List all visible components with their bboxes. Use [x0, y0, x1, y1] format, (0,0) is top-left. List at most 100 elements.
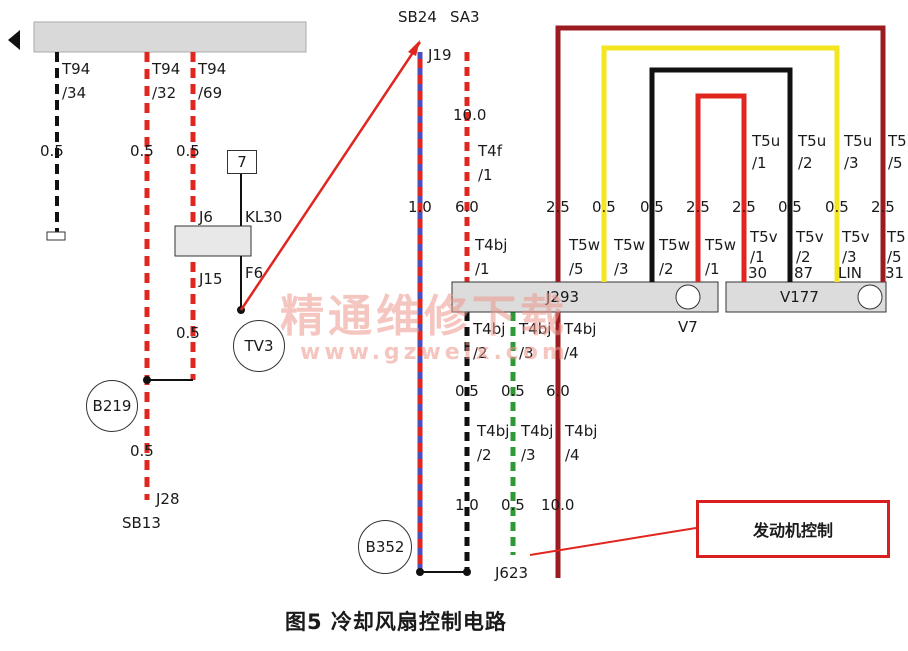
label-t5v-1n: 30	[748, 264, 768, 282]
label-t5w-5s: /5	[569, 260, 584, 278]
box-7: 7	[227, 150, 257, 174]
loop-yellow	[601, 45, 840, 282]
gauge-g: 0.5	[501, 382, 525, 400]
label-t4bj-2: T4bj	[473, 320, 506, 338]
label-f6: F6	[245, 264, 264, 282]
label-t94-34: T94	[62, 60, 91, 78]
label-t5w-3: T5w	[614, 236, 645, 254]
module-v177-label: V177	[780, 288, 819, 306]
label-t5v-1s: /1	[750, 248, 765, 266]
gauge-2: 0.5	[130, 142, 154, 160]
ground-terminal	[46, 231, 66, 241]
label-j6: J6	[199, 208, 213, 226]
gauge-x25c: 2.5	[732, 198, 756, 216]
label-t5w-1: T5w	[705, 236, 736, 254]
gauge-10c: 1.0	[455, 496, 479, 514]
label-t5v-5: T5	[887, 228, 906, 246]
gauge-j19: 1.0	[408, 198, 432, 216]
label-t5u-3: T5u	[844, 132, 873, 150]
loop-red	[695, 93, 747, 282]
label-t5w-1s: /1	[705, 260, 720, 278]
label-t4bj-2s: /2	[473, 344, 488, 362]
label-t4bj-5: T4bj	[477, 422, 510, 440]
label-t4bj-1s: /1	[475, 260, 490, 278]
label-t5v-5s: /5	[887, 248, 902, 266]
module-j293	[451, 281, 719, 313]
label-t5u-2s: /2	[798, 154, 813, 172]
figure-caption: 图5 冷却风扇控制电路	[285, 610, 507, 634]
left-arrow-icon	[8, 30, 20, 50]
node-b219: B219	[86, 380, 138, 432]
label-t5u-1: T5u	[752, 132, 781, 150]
label-32: /32	[152, 84, 177, 102]
label-kl30: KL30	[245, 208, 283, 226]
label-69: /69	[198, 84, 223, 102]
node-tv3: TV3	[233, 320, 285, 372]
gauge-4: 0.5	[176, 324, 200, 342]
label-t4bj-5s: /2	[477, 446, 492, 464]
label-j15: J15	[199, 270, 223, 288]
label-t4f-1: /1	[478, 166, 493, 184]
loop-black	[649, 67, 793, 282]
label-j28: J28	[156, 490, 180, 508]
gauge-x25b: 2.5	[686, 198, 710, 216]
label-t4bj-7: T4bj	[565, 422, 598, 440]
label-t5v-2s: /2	[796, 248, 811, 266]
label-t4f: T4f	[478, 142, 502, 160]
label-t94-69: T94	[198, 60, 227, 78]
label-t4bj-6: T4bj	[521, 422, 554, 440]
motor-v7-label: V7	[678, 318, 698, 336]
gauge-60a: 6.0	[455, 198, 479, 216]
gauge-h: 0.5	[501, 496, 525, 514]
label-t5w-2s: /2	[659, 260, 674, 278]
label-t5v-2n: 87	[794, 264, 814, 282]
label-t5v-1: T5v	[750, 228, 778, 246]
label-t4bj-4s: /4	[564, 344, 579, 362]
label-t5v-3s: /3	[842, 248, 857, 266]
pointer-line	[239, 41, 422, 311]
label-j19: J19	[428, 46, 452, 64]
relay-j6	[174, 225, 252, 257]
label-t5u-5: T5	[888, 132, 907, 150]
gauge-x05b: 0.5	[640, 198, 664, 216]
label-sb24: SB24	[398, 8, 437, 26]
label-t5v-5n: 31	[885, 264, 905, 282]
label-t5w-3s: /3	[614, 260, 629, 278]
watermark-url: www.gzweix.com	[300, 340, 569, 365]
label-t4bj-1: T4bj	[475, 236, 508, 254]
gauge-x25d: 2.5	[871, 198, 895, 216]
label-t4bj-7s: /4	[565, 446, 580, 464]
label-t5u-2: T5u	[798, 132, 827, 150]
gauge-100c: 10.0	[541, 496, 575, 514]
gauge-1: 0.5	[40, 142, 64, 160]
gauge-5: 0.5	[130, 442, 154, 460]
node-b352: B352	[358, 520, 412, 574]
label-t5w-2: T5w	[659, 236, 690, 254]
label-sb13: SB13	[122, 514, 161, 532]
label-t5v-3: T5v	[842, 228, 870, 246]
watermark-cn: 精通维修下载	[280, 291, 568, 342]
label-j623: J623	[495, 564, 529, 582]
loop-darkred	[555, 25, 886, 282]
engine-control-tag: 发动机控制	[696, 500, 890, 558]
label-t4bj-6s: /3	[521, 446, 536, 464]
label-t5v-3n: LIN	[838, 264, 863, 282]
gauge-60b: 6.0	[546, 382, 570, 400]
gauge-x05c: 0.5	[778, 198, 802, 216]
gauge-3: 0.5	[176, 142, 200, 160]
label-t4bj-3: T4bj	[519, 320, 552, 338]
label-t5w-5: T5w	[569, 236, 600, 254]
label-sa3: SA3	[450, 8, 480, 26]
label-t5u-5s: /5	[888, 154, 903, 172]
label-34: /34	[62, 84, 87, 102]
bus-bar	[33, 21, 307, 53]
label-t5v-2: T5v	[796, 228, 824, 246]
gauge-f: 0.5	[455, 382, 479, 400]
label-t5u-1s: /1	[752, 154, 767, 172]
gauge-sa3: 10.0	[453, 106, 487, 124]
label-t4bj-3s: /3	[519, 344, 534, 362]
module-j293-label: J293	[546, 288, 580, 306]
gauge-x05d: 0.5	[825, 198, 849, 216]
label-t4bj-4: T4bj	[564, 320, 597, 338]
